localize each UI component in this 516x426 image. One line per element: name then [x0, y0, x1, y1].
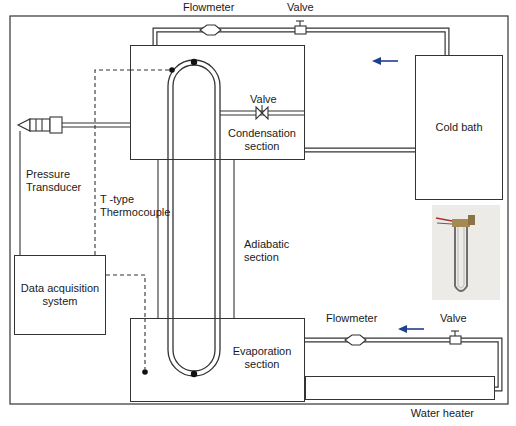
- photo-inset-part: [432, 205, 500, 300]
- thermocouple-lead-part: [144, 318, 145, 369]
- pressure-transducer-part: [18, 119, 30, 131]
- photo-inset-part: [437, 223, 452, 224]
- pressure-transducer-part: [62, 126, 130, 127]
- thermocouple-lead-part: [130, 69, 169, 70]
- water-pipe: [305, 150, 415, 151]
- heat-pipe-part: [168, 60, 220, 376]
- flow-arrow: [372, 57, 424, 333]
- thermocouple-point-part: [142, 369, 148, 375]
- photo-inset-part: [452, 219, 470, 227]
- part-label-holder: Valve: [440, 312, 480, 325]
- heat-pipe: [168, 60, 220, 376]
- part-label: Flowmeter: [183, 1, 253, 14]
- part-label-holder: Valve: [250, 93, 290, 106]
- part-label-holder: Flowmeter: [326, 312, 396, 325]
- part-label-holder: Flowmeter: [183, 1, 253, 14]
- part-label: Valve: [440, 312, 480, 325]
- flow-arrow-part: [380, 60, 398, 62]
- heat-pipe-part: [173, 65, 215, 371]
- part-label-holder: Pressure Transducer: [26, 168, 90, 194]
- photo-inset-part: [436, 218, 452, 221]
- pressure-transducer-part: [30, 119, 50, 131]
- flowmeter-symbol: [200, 25, 366, 345]
- signal-wire: [95, 70, 130, 255]
- pressure-transducer: [18, 117, 130, 255]
- pipe-bore: [305, 340, 500, 389]
- node-text: Cold bath: [419, 121, 499, 134]
- flow-arrow-part: [406, 328, 424, 330]
- adiabatic-wall: [158, 160, 234, 318]
- part-label: T -type Thermocouple: [100, 193, 162, 219]
- charging-valve: [220, 105, 305, 119]
- daq-box: Data acquisition system: [14, 255, 106, 335]
- thermocouple-point-part: [169, 67, 175, 73]
- section-box: Condensation section: [130, 45, 305, 160]
- thermocouple-wire: [106, 275, 145, 318]
- node-text: Evaporation section: [224, 345, 300, 371]
- charging-valve-part: [261, 105, 262, 113]
- thermocouple-wire: [95, 70, 130, 255]
- part-label-holder: Valve: [287, 1, 327, 14]
- pipe-wall: [305, 148, 415, 153]
- node-text: Condensation section: [223, 127, 301, 153]
- charging-valve-part: [220, 114, 305, 115]
- thermocouple-lead: [130, 70, 169, 369]
- photo-inset-part: [468, 215, 475, 225]
- photo-inset-part: [458, 226, 464, 288]
- valve-symbol-part: [454, 331, 455, 336]
- valve-symbol-part: [451, 330, 459, 331]
- outer-frame: [10, 16, 508, 404]
- part-label: Flowmeter: [326, 312, 396, 325]
- thermocouple-point-part: [191, 59, 197, 65]
- valve-symbol-part: [296, 20, 304, 21]
- bath-box: Cold bath: [415, 55, 503, 200]
- section-box: Evaporation section: [130, 318, 305, 402]
- photo-inset-part: [455, 226, 467, 291]
- node-text: Data acquisition system: [18, 282, 102, 308]
- adiabatic-wall-part: [233, 160, 234, 318]
- signal-wire: [106, 275, 145, 318]
- photo-inset: [432, 205, 500, 300]
- pressure-transducer-part: [41, 119, 42, 131]
- flowmeter-symbol-part: [200, 25, 221, 35]
- pressure-transducer-part: [35, 119, 36, 131]
- thermocouple-point-part: [191, 371, 197, 377]
- region-label: Adiabatic section: [244, 238, 308, 264]
- part-label: Valve: [250, 93, 290, 106]
- node-text: Water heater: [411, 407, 474, 420]
- pressure-transducer-part: [50, 117, 62, 133]
- valve-symbol-part: [299, 21, 300, 26]
- pressure-transducer-part: [19, 131, 20, 255]
- flow-arrow-part: [372, 57, 381, 65]
- water-pipe: [305, 340, 500, 389]
- flowmeter-symbol-part: [345, 335, 366, 345]
- part-label: Valve: [287, 1, 327, 14]
- region-label-holder: Adiabatic section: [244, 238, 308, 264]
- adiabatic-wall-part: [157, 160, 158, 318]
- flow-arrow-part: [398, 325, 407, 333]
- part-label: Pressure Transducer: [26, 168, 90, 194]
- pipe-bore: [305, 149, 415, 152]
- heater-box: Water heater: [305, 376, 495, 400]
- pipe-wall: [305, 340, 500, 389]
- pressure-transducer-part: [62, 122, 130, 123]
- valve-symbol-part: [295, 26, 306, 34]
- valve-symbol-part: [450, 336, 461, 344]
- part-label-holder: T -type Thermocouple: [100, 193, 162, 219]
